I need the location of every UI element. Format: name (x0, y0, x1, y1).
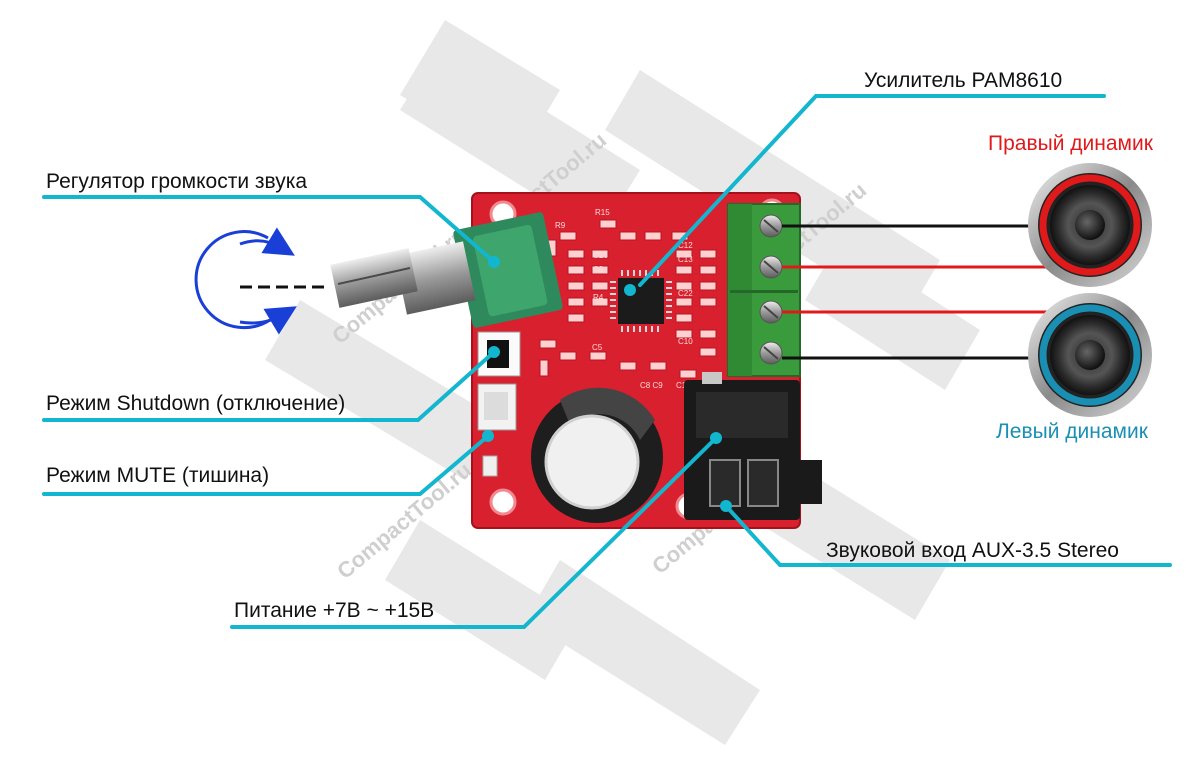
label-mute: Режим MUTE (тишина) (46, 464, 270, 487)
aux-jack (684, 372, 822, 520)
speaker-icon (1028, 163, 1152, 287)
label-left-speaker: Левый динамик (996, 420, 1148, 443)
svg-text:R9: R9 (555, 221, 566, 230)
svg-text:C12: C12 (678, 241, 693, 250)
callout-volume (42, 195, 496, 264)
rotate-arrows-icon (194, 227, 330, 335)
volume-potentiometer (330, 212, 563, 328)
callout-shutdown (42, 350, 496, 422)
callout-amplifier-dot (624, 284, 636, 296)
label-shutdown: Режим Shutdown (отключение) (46, 392, 346, 415)
svg-text:C22: C22 (678, 289, 693, 298)
callout-lines (42, 94, 1172, 629)
callout-aux-dot (720, 500, 732, 512)
mute-header (477, 383, 517, 431)
svg-text:C14: C14 (676, 381, 691, 390)
svg-text:C5: C5 (592, 343, 603, 352)
callout-power (230, 436, 718, 629)
svg-text:C3: C3 (593, 265, 604, 274)
callout-amplifier (638, 94, 1106, 287)
callout-mute-dot (482, 430, 494, 442)
callout-shutdown-dot (488, 346, 500, 358)
status-led (482, 455, 498, 477)
label-amplifier: Усилитель PAM8610 (864, 69, 1063, 92)
svg-text:R15: R15 (595, 208, 610, 217)
callout-mute (42, 434, 490, 496)
label-power: Питание +7В ~ +15В (234, 599, 435, 622)
svg-text:C13: C13 (678, 255, 693, 264)
speaker-terminal-block (727, 203, 801, 377)
label-volume: Регулятор громкости звука (46, 170, 308, 193)
callout-volume-dot (488, 256, 500, 268)
callout-power-dot (710, 432, 722, 444)
svg-text:C10: C10 (678, 337, 693, 346)
label-aux: Звуковой вход AUX-3.5 Stereo (826, 539, 1119, 562)
svg-text:C16: C16 (593, 251, 608, 260)
electrolytic-capacitor (531, 387, 663, 523)
callout-aux (724, 504, 1172, 567)
label-right-speaker: Правый динамик (988, 132, 1153, 155)
svg-text:C8 C9: C8 C9 (640, 381, 663, 390)
speaker-wires (782, 224, 1060, 360)
svg-text:R4: R4 (593, 293, 604, 302)
speaker-icon (1028, 293, 1152, 417)
pam8610-chip (610, 270, 672, 332)
